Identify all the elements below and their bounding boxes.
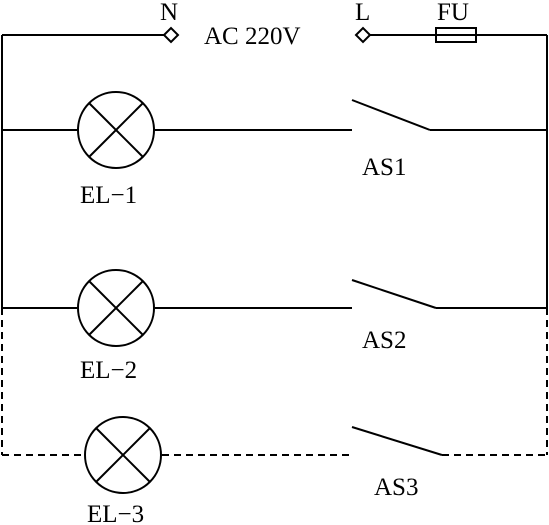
lamp-label-el1: EL−1	[80, 182, 137, 209]
rails	[1, 35, 548, 455]
live-terminal	[354, 26, 372, 44]
lamp-el3	[84, 416, 162, 494]
live-label: L	[355, 0, 370, 26]
fuse	[435, 27, 477, 43]
switch-label-as1: AS1	[362, 154, 406, 181]
switch-as3	[351, 426, 443, 456]
lamp-el1	[77, 91, 155, 169]
switch-as1	[351, 99, 431, 131]
fuse-label: FU	[437, 0, 469, 26]
neutral-terminal	[162, 26, 180, 44]
lamp-label-el3: EL−3	[87, 501, 144, 525]
voltage-label: AC 220V	[204, 23, 301, 50]
lamp-label-el2: EL−2	[80, 357, 137, 384]
lamp-el2	[77, 269, 155, 347]
switch-as2	[351, 279, 437, 309]
switch-label-as2: AS2	[362, 327, 406, 354]
switch-label-as3: AS3	[374, 474, 418, 501]
neutral-label: N	[160, 0, 178, 26]
